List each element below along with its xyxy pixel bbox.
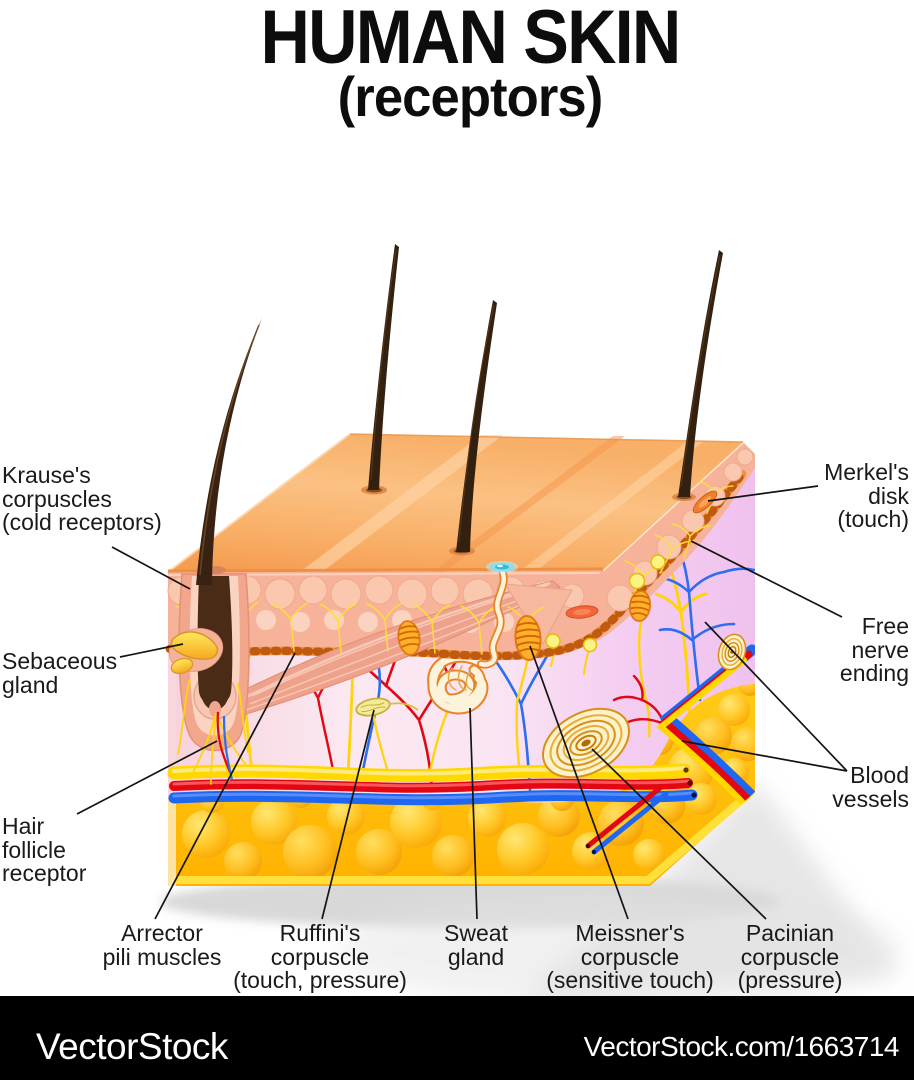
shadow — [160, 780, 900, 1008]
label-pacinian-corpuscle: Pacinian corpuscle (pressure) — [737, 920, 843, 993]
sweat-pore — [486, 561, 518, 573]
hair — [196, 244, 723, 585]
label-ruffini-corpuscle: Ruffini's corpuscle (touch, pressure) — [233, 920, 407, 993]
sebaceous-gland — [168, 628, 224, 675]
label-merkels-disk: Merkel's disk (touch) — [824, 459, 909, 532]
page-subtitle: (receptors) — [337, 65, 604, 128]
label-blood-vessels: Blood vessels — [832, 762, 909, 812]
side-diagonal-vessels — [656, 644, 755, 810]
label-free-nerve-ending: Free nerve ending — [839, 613, 909, 686]
meissner-corpuscle — [397, 590, 651, 661]
label-sebaceous-gland: Sebaceous gland — [2, 648, 118, 698]
sweat-gland — [427, 651, 489, 715]
label-hair-follicle-receptor: Hair follicle receptor — [2, 813, 87, 886]
label-meissner-corpuscle: Meissner's corpuscle (sensitive touch) — [546, 920, 714, 993]
skin-surface — [167, 433, 744, 574]
sweat-duct — [477, 566, 508, 669]
label-sweat-gland: Sweat gland — [444, 920, 508, 970]
nerve-bulbs — [545, 554, 666, 653]
watermark-bar: VectorStock VectorStock.com/1663714 — [0, 996, 914, 1080]
page-title: HUMAN SKIN — [260, 0, 681, 80]
pacinian-corpuscle — [542, 707, 630, 779]
merkel-disk — [565, 490, 718, 619]
label-arrector-pili: Arrector pili muscles — [102, 920, 222, 970]
blood-vessels — [167, 763, 698, 855]
vectorstock-url: VectorStock.com/1663714 — [583, 1031, 900, 1062]
vectorstock-logo: VectorStock — [36, 1026, 228, 1067]
leader-lines — [76, 485, 848, 920]
ruffini-corpuscle — [355, 697, 419, 717]
label-krause-corpuscles: Krause's corpuscles (cold receptors) — [2, 462, 162, 535]
